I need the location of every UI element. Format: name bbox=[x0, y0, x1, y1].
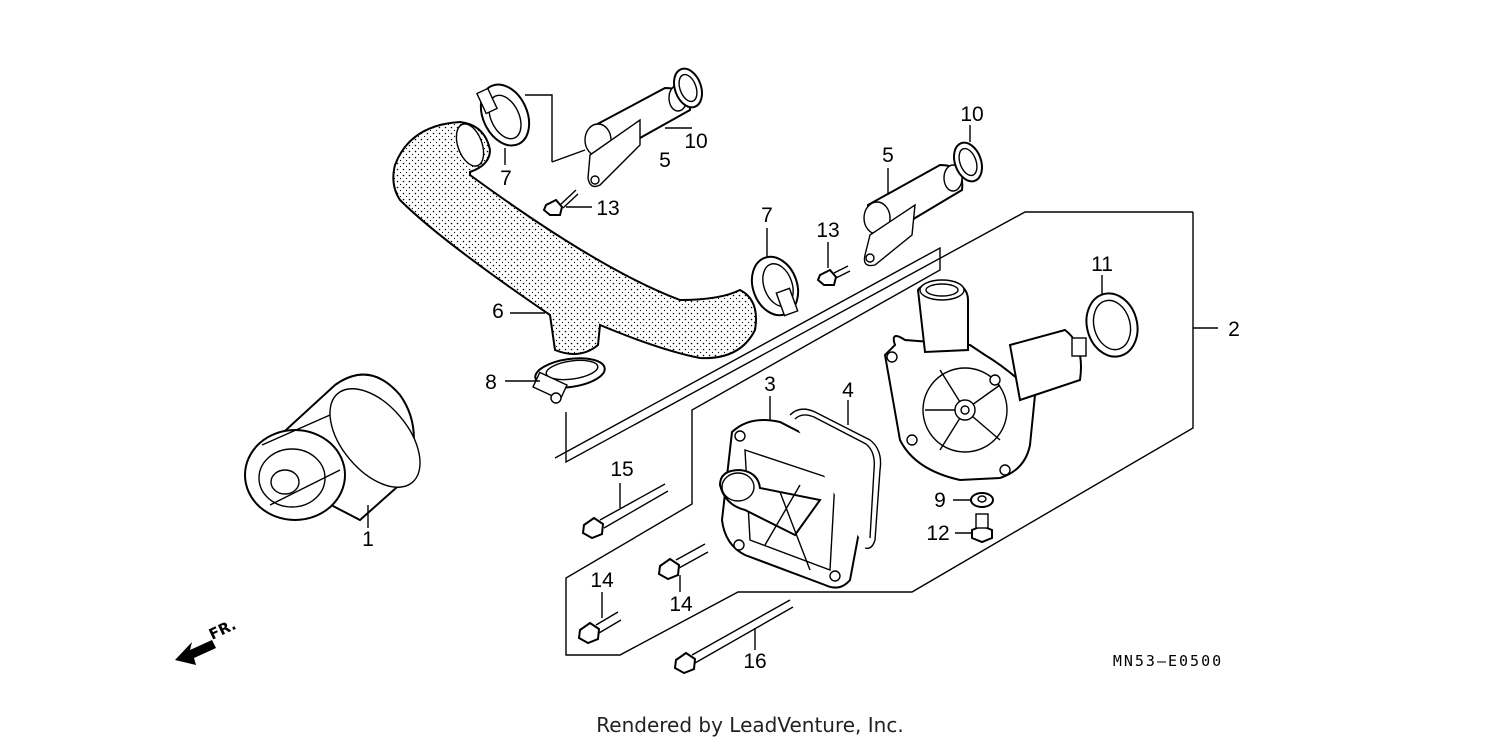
callout-part-2: 2 bbox=[1228, 318, 1240, 341]
bolt-part[interactable] bbox=[542, 189, 592, 216]
hose-clamp-part[interactable] bbox=[505, 354, 607, 404]
callout-part-4: 4 bbox=[842, 379, 854, 402]
bolt-part[interactable] bbox=[816, 242, 851, 286]
callout-labels: 1 2 3 4 5 5 6 7 7 8 9 10 10 11 12 13 13 … bbox=[362, 103, 1240, 673]
hose-clamp-part[interactable] bbox=[472, 77, 539, 165]
bolt-part[interactable] bbox=[673, 599, 794, 675]
hose-clamp-part[interactable] bbox=[744, 228, 806, 322]
callout-part-10a: 10 bbox=[684, 130, 707, 153]
washer-part[interactable] bbox=[953, 492, 994, 508]
water-pipe-part[interactable] bbox=[863, 163, 964, 267]
callout-part-16: 16 bbox=[743, 650, 766, 673]
callout-part-3: 3 bbox=[764, 373, 776, 396]
callout-part-14a: 14 bbox=[590, 569, 614, 592]
callout-part-5b: 5 bbox=[882, 144, 894, 167]
coolant-hose-part[interactable] bbox=[392, 120, 757, 360]
o-ring-part[interactable] bbox=[669, 65, 707, 111]
drain-bolt-part[interactable] bbox=[955, 513, 993, 544]
front-marker-label: FR. bbox=[206, 616, 239, 644]
callout-part-10b: 10 bbox=[960, 103, 983, 126]
callout-part-6: 6 bbox=[492, 300, 504, 323]
assembly-group-lines bbox=[525, 94, 1194, 656]
callout-part-5a: 5 bbox=[659, 149, 671, 172]
callout-part-13a: 13 bbox=[596, 197, 619, 220]
o-ring-part[interactable] bbox=[949, 125, 987, 185]
callout-part-7a: 7 bbox=[500, 167, 512, 190]
callout-part-15: 15 bbox=[610, 458, 633, 481]
callout-part-11: 11 bbox=[1091, 253, 1113, 276]
callout-part-14b: 14 bbox=[669, 593, 693, 616]
callout-part-13b: 13 bbox=[816, 219, 839, 242]
callout-part-9: 9 bbox=[934, 489, 946, 512]
water-pipe-part[interactable] bbox=[584, 84, 692, 188]
diagram-code: MN53–E0500 bbox=[1113, 652, 1223, 670]
bolt-part[interactable] bbox=[581, 483, 669, 540]
gasket-part[interactable] bbox=[789, 400, 882, 550]
callout-part-7b: 7 bbox=[761, 204, 773, 227]
callout-part-8: 8 bbox=[485, 371, 497, 394]
footer-credit: Rendered by LeadVenture, Inc. bbox=[596, 713, 904, 737]
oil-filter-part[interactable] bbox=[244, 372, 438, 528]
bolt-part[interactable] bbox=[657, 543, 709, 592]
water-pump-assembly-part[interactable] bbox=[883, 279, 1218, 482]
front-direction-arrow-icon: FR. bbox=[175, 616, 239, 665]
o-ring-part[interactable] bbox=[1080, 275, 1145, 362]
callout-part-1: 1 bbox=[362, 528, 374, 551]
bolt-part[interactable] bbox=[577, 592, 622, 645]
callout-part-12: 12 bbox=[926, 522, 949, 545]
